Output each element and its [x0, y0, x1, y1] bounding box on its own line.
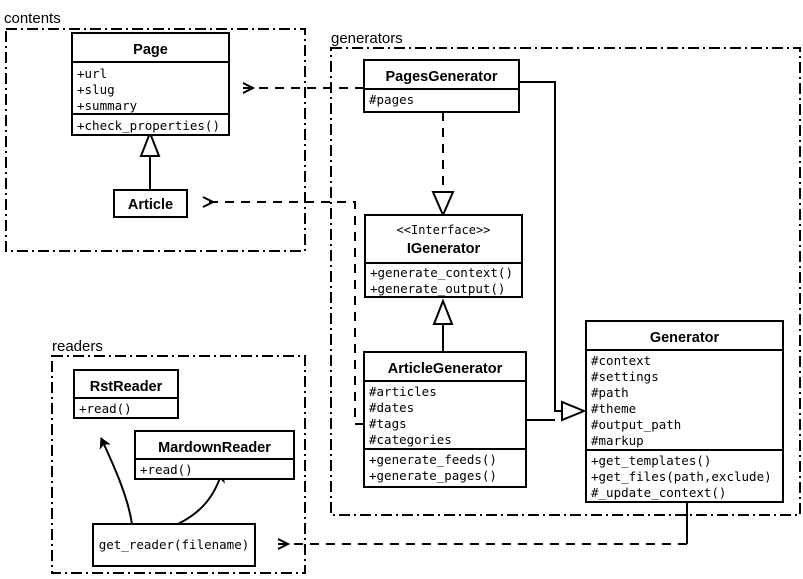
- class-page-name: Page: [133, 42, 168, 58]
- class-generator-method: +get_files(path,exclude): [591, 469, 772, 484]
- function-get-reader-label: get_reader(filename): [99, 537, 250, 552]
- package-readers: readers: [51, 338, 306, 574]
- class-generator-method: +get_templates(): [591, 453, 711, 468]
- edge-articlegenerator-inherits-igenerator: [432, 298, 454, 352]
- class-igenerator[interactable]: <<Interface>> IGenerator +generate_conte…: [364, 214, 523, 298]
- class-page[interactable]: Page +url +slug +summary +check_properti…: [71, 32, 230, 136]
- function-get-reader[interactable]: get_reader(filename): [92, 523, 256, 567]
- class-article-generator-attribute: #categories: [369, 432, 452, 447]
- edge-articlegenerator-depends-article: [203, 202, 364, 425]
- class-generator-attribute: #context: [591, 353, 651, 368]
- class-page-attribute: +summary: [77, 98, 138, 113]
- class-article-generator-attribute: #articles: [369, 384, 437, 399]
- edge-article-inherits-page: [139, 130, 161, 190]
- package-readers-label: readers: [52, 338, 103, 355]
- class-article[interactable]: Article: [113, 189, 188, 218]
- class-pages-generator[interactable]: PagesGenerator #pages: [363, 59, 520, 113]
- class-igenerator-stereotype: <<Interface>>: [397, 223, 491, 237]
- class-article-generator-attribute: #dates: [369, 400, 414, 415]
- class-generator-attribute: #settings: [591, 369, 659, 384]
- class-article-generator-attribute: #tags: [369, 416, 407, 431]
- class-generator-name: Generator: [650, 330, 720, 346]
- package-generators: generators: [330, 30, 801, 516]
- edge-generator-depends-getreader: [278, 502, 688, 544]
- class-article-generator[interactable]: ArticleGenerator #articles #dates #tags …: [363, 351, 527, 488]
- class-page-method: +check_properties(): [77, 118, 220, 133]
- class-generator-method: #_update_context(): [591, 485, 726, 500]
- class-rst-reader-name: RstReader: [90, 379, 163, 395]
- class-article-generator-method: +generate_pages(): [369, 468, 497, 483]
- class-generator-attribute: #theme: [591, 401, 636, 416]
- class-page-attribute: +slug: [77, 82, 115, 97]
- class-igenerator-name: IGenerator: [407, 241, 481, 257]
- class-generator[interactable]: Generator #context #settings #path #them…: [585, 320, 784, 503]
- class-article-generator-method: +generate_feeds(): [369, 452, 497, 467]
- class-generator-attribute: #markup: [591, 433, 644, 448]
- class-generator-attribute: #output_path: [591, 417, 681, 432]
- class-generator-attribute: #path: [591, 385, 629, 400]
- edge-generators-inherit-generator: [519, 81, 587, 422]
- edge-pagesgenerator-realizes-igenerator: [431, 112, 455, 218]
- package-generators-label: generators: [331, 30, 403, 47]
- class-rst-reader[interactable]: RstReader +read(): [73, 369, 179, 419]
- class-article-generator-name: ArticleGenerator: [388, 361, 503, 377]
- class-page-attribute: +url: [77, 66, 107, 81]
- class-igenerator-method: +generate_output(): [370, 281, 505, 296]
- package-contents: contents: [4, 10, 306, 252]
- package-contents-label: contents: [4, 10, 61, 27]
- edge-getreader-returns-rstreader: [101, 438, 133, 525]
- class-mardown-reader-name: MardownReader: [158, 440, 271, 456]
- class-rst-reader-method: +read(): [79, 401, 132, 416]
- class-pages-generator-attribute: #pages: [369, 92, 414, 107]
- class-mardown-reader[interactable]: MardownReader +read(): [134, 430, 295, 480]
- class-article-name: Article: [128, 197, 173, 213]
- class-pages-generator-name: PagesGenerator: [385, 69, 497, 85]
- class-igenerator-method: +generate_context(): [370, 265, 513, 280]
- class-mardown-reader-method: +read(): [140, 462, 193, 477]
